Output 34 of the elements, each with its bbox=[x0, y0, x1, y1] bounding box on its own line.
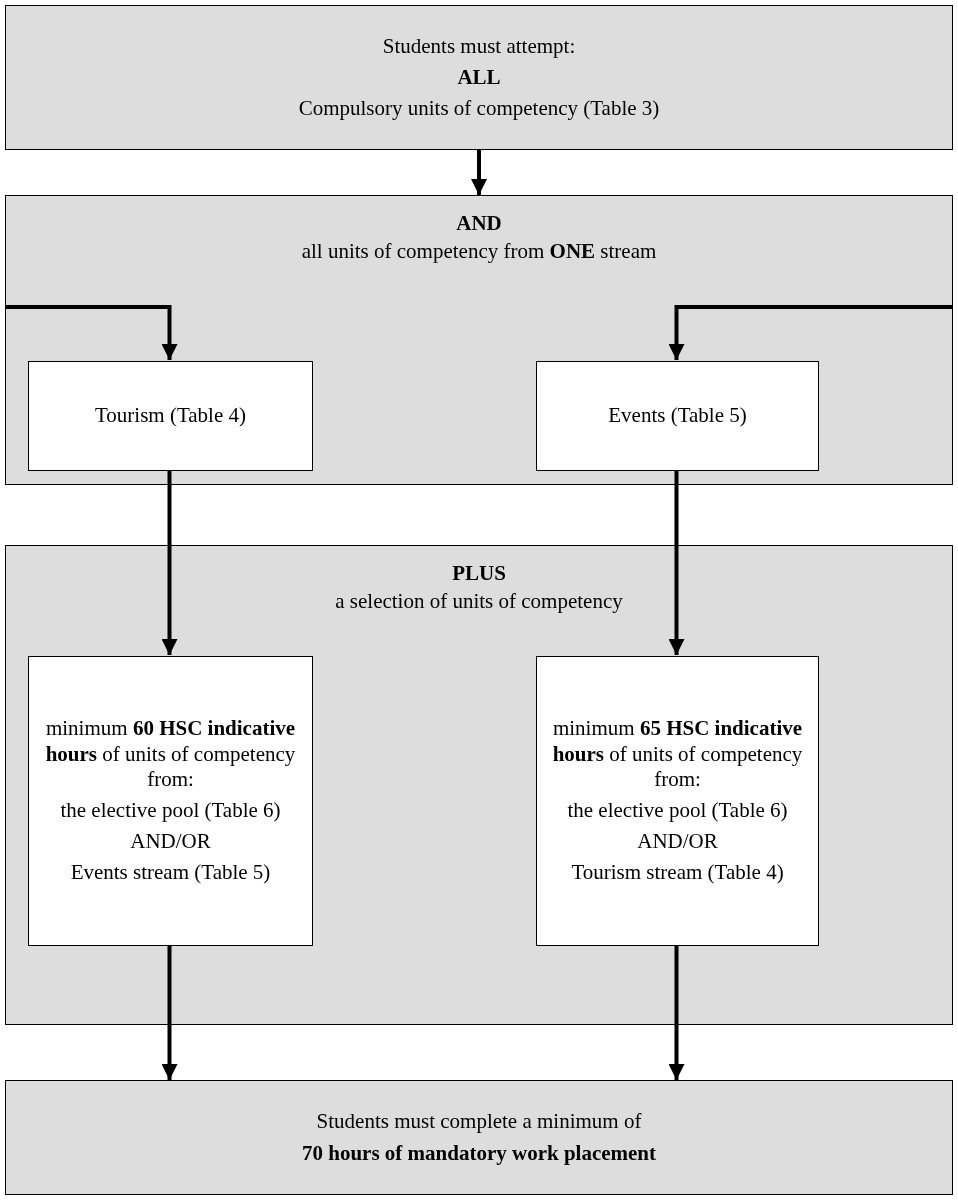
arrow bbox=[668, 305, 953, 360]
box-text: Tourism stream (Table 4) bbox=[571, 860, 784, 886]
arrow bbox=[5, 305, 178, 360]
arrow bbox=[668, 945, 685, 1080]
box-text: AND/OR bbox=[637, 829, 718, 855]
box-text: minimum 60 HSC indicative hours of units of competency from: bbox=[44, 716, 297, 792]
box-text: the elective pool (Table 6) bbox=[60, 798, 281, 824]
box-text: AND/OR bbox=[130, 829, 211, 855]
box-text: a selection of units of competency bbox=[334, 589, 624, 615]
arrow bbox=[471, 150, 487, 195]
requirement-box bbox=[5, 5, 953, 150]
panel-heading: AND bbox=[455, 211, 503, 237]
box-text: minimum 65 HSC indicative hours of units of competency from: bbox=[551, 716, 804, 792]
stream-panel bbox=[5, 195, 953, 485]
elective-box bbox=[536, 656, 819, 946]
elective-box bbox=[28, 656, 313, 946]
box-text: ALL bbox=[457, 64, 501, 91]
arrow bbox=[161, 945, 178, 1080]
stream-box bbox=[536, 361, 819, 471]
placement-box bbox=[5, 1080, 953, 1195]
box-text: Events stream (Table 5) bbox=[70, 860, 271, 886]
arrow bbox=[668, 470, 685, 655]
box-text: Compulsory units of competency (Table 3) bbox=[298, 96, 660, 122]
box-text: the elective pool (Table 6) bbox=[567, 798, 788, 824]
box-text: Tourism (Table 4) bbox=[95, 403, 246, 429]
arrow bbox=[161, 470, 178, 655]
box-text: Events (Table 5) bbox=[608, 403, 747, 429]
box-text: Students must complete a minimum of bbox=[316, 1109, 642, 1135]
stream-box bbox=[28, 361, 313, 471]
box-text: Students must attempt: bbox=[382, 33, 576, 59]
box-text: all units of competency from ONE stream bbox=[300, 239, 658, 265]
box-text: 70 hours of mandatory work placement bbox=[301, 1140, 657, 1166]
selection-panel bbox=[5, 545, 953, 1025]
panel-heading: PLUS bbox=[451, 561, 507, 587]
